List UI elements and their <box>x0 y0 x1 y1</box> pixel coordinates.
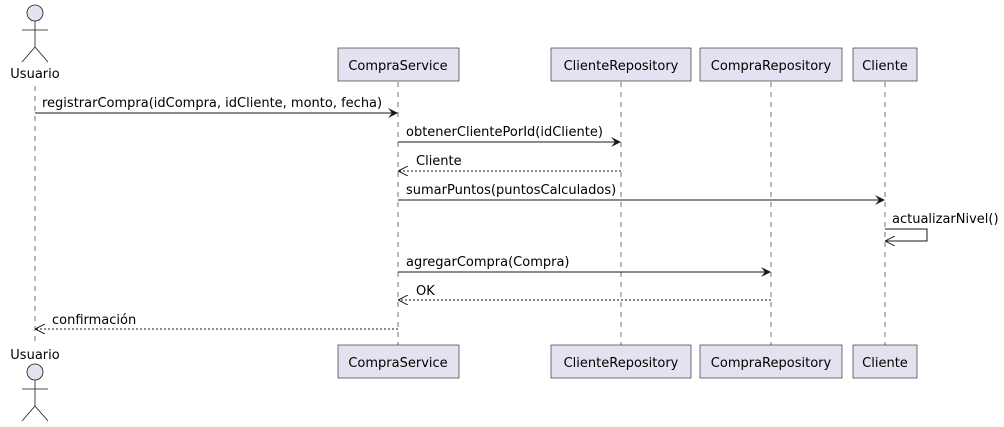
message-label: agregarCompra(Compra) <box>406 255 570 270</box>
participant-compra-repository-top: CompraRepository <box>699 47 843 82</box>
message-agregar-compra: agregarCompra(Compra) <box>398 255 771 277</box>
message-return-ok: OK <box>399 284 771 300</box>
participant-label: ClienteRepository <box>564 59 679 74</box>
participant-cliente-repository-bottom: ClienteRepository <box>550 344 692 379</box>
message-sumar-puntos: sumarPuntos(puntosCalculados) <box>398 183 885 205</box>
message-label: sumarPuntos(puntosCalculados) <box>406 183 616 198</box>
message-label: registrarCompra(idCompra, idCliente, mon… <box>42 96 382 111</box>
participant-cliente-top: Cliente <box>852 47 918 82</box>
participant-label: CompraRepository <box>711 59 832 74</box>
participant-label: Cliente <box>862 59 908 74</box>
message-registrar-compra: registrarCompra(idCompra, idCliente, mon… <box>35 96 398 118</box>
participant-compra-service-top: CompraService <box>337 47 460 82</box>
participant-cliente-repository-top: ClienteRepository <box>550 47 692 82</box>
actor-head-icon <box>26 4 44 22</box>
actor-usuario-top: Usuario <box>10 4 60 82</box>
message-return-cliente: Cliente <box>399 154 621 171</box>
participant-label: Cliente <box>862 356 908 371</box>
message-return-confirmacion: confirmación <box>36 313 398 329</box>
actor-head-icon <box>26 363 44 381</box>
participant-label: Usuario <box>10 348 59 363</box>
participant-compra-service-bottom: CompraService <box>337 344 460 379</box>
message-label: OK <box>416 284 435 299</box>
message-label: obtenerClientePorId(idCliente) <box>406 125 603 140</box>
participant-label: Usuario <box>10 67 59 82</box>
participant-label: ClienteRepository <box>564 356 679 371</box>
actor-usuario-bottom: Usuario <box>10 348 60 422</box>
message-label: Cliente <box>416 154 462 169</box>
message-obtener-cliente: obtenerClientePorId(idCliente) <box>398 125 621 147</box>
participant-label: CompraService <box>348 356 447 371</box>
message-label: confirmación <box>52 313 136 328</box>
participant-label: CompraRepository <box>711 356 832 371</box>
message-label: actualizarNivel() <box>892 212 999 227</box>
participant-cliente-bottom: Cliente <box>852 344 918 379</box>
message-actualizar-nivel: actualizarNivel() <box>885 212 999 241</box>
participant-compra-repository-bottom: CompraRepository <box>699 344 843 379</box>
participant-label: CompraService <box>348 59 447 74</box>
